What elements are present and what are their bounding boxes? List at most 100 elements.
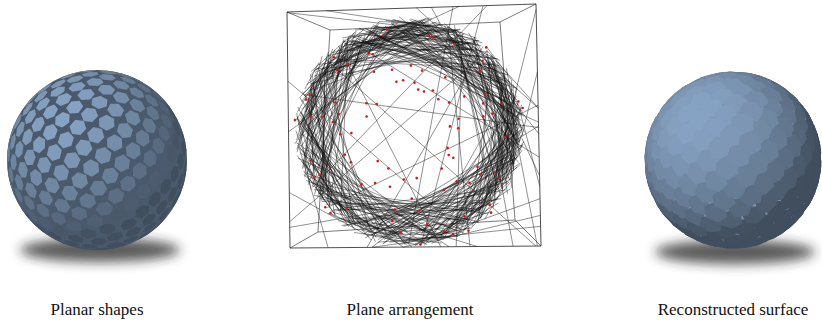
vertex-dot xyxy=(421,69,424,72)
vertex-dot xyxy=(521,107,524,110)
vertex-dot xyxy=(294,119,297,122)
facet xyxy=(87,127,104,143)
plane-line xyxy=(431,96,516,231)
facet xyxy=(38,217,52,229)
vertex-dot xyxy=(488,204,491,207)
vertex-dot xyxy=(338,113,341,116)
facet xyxy=(183,161,186,178)
facet xyxy=(83,159,99,177)
plane-line xyxy=(366,234,418,245)
vertex-dot xyxy=(491,112,494,115)
facet xyxy=(81,244,99,249)
vertex-dot xyxy=(313,176,316,179)
plane-line xyxy=(399,17,522,116)
plane-line xyxy=(300,97,387,232)
vertex-dot xyxy=(481,60,484,63)
vertex-dot xyxy=(452,156,455,159)
facet xyxy=(129,98,145,112)
vertex-dot xyxy=(413,81,416,84)
plane-line xyxy=(522,138,540,175)
vertex-dot xyxy=(360,183,363,186)
facet xyxy=(148,191,161,207)
facet xyxy=(79,193,96,208)
vertex-dot xyxy=(432,36,435,39)
vertex-dot xyxy=(427,34,430,37)
vertex-dot xyxy=(308,93,311,96)
facet xyxy=(39,190,53,205)
facet xyxy=(71,206,87,220)
plane-line xyxy=(287,12,330,30)
plane-line xyxy=(312,26,373,157)
vertex-dot xyxy=(415,177,418,180)
vertex-dot xyxy=(440,167,443,170)
facet xyxy=(86,78,103,86)
plane-line xyxy=(330,56,353,223)
plane-line xyxy=(302,134,438,239)
vertex-dot xyxy=(476,166,479,169)
facet xyxy=(145,95,159,107)
facet xyxy=(75,140,92,156)
plane-line xyxy=(311,32,424,117)
vertex-dot xyxy=(479,173,482,176)
vertex-dot xyxy=(321,116,324,119)
plane-line xyxy=(336,33,428,61)
facet xyxy=(47,144,62,161)
vertex-dot xyxy=(443,189,446,192)
facet xyxy=(133,162,147,180)
vertex-dot xyxy=(448,101,451,104)
plane-line xyxy=(301,55,344,130)
plane-line xyxy=(328,195,371,233)
plane-line xyxy=(390,30,478,44)
vertex-dot xyxy=(453,43,456,46)
vertex-dot xyxy=(457,127,460,130)
vertex-dot xyxy=(410,64,413,67)
plane-line xyxy=(505,80,518,136)
plane-line xyxy=(392,236,442,244)
plane-line xyxy=(325,34,442,73)
plane-line xyxy=(392,180,502,234)
plane-line xyxy=(318,42,476,64)
plane-line xyxy=(296,131,312,174)
vertex-dot xyxy=(456,180,459,183)
vertex-dot xyxy=(393,208,396,211)
vertex-dot xyxy=(387,167,390,170)
plane-line xyxy=(472,132,521,226)
vertex-dot xyxy=(426,222,429,225)
plane-line xyxy=(453,41,503,71)
vertex-dot xyxy=(346,63,349,66)
vertex-dot xyxy=(446,147,449,150)
vertex-dot xyxy=(479,70,482,73)
facet xyxy=(146,106,159,120)
facet xyxy=(92,96,108,109)
facet xyxy=(66,75,83,83)
vertex-dot xyxy=(463,215,466,218)
vertex-dot xyxy=(402,79,405,82)
plane-line xyxy=(310,52,328,116)
vertex-dot xyxy=(332,121,335,124)
vertex-dot xyxy=(399,231,402,234)
facet xyxy=(110,211,127,223)
vertex-dot xyxy=(382,34,385,37)
plane-line xyxy=(310,23,394,167)
caption-label: Reconstructed surface xyxy=(658,300,809,320)
plane-line xyxy=(302,92,392,236)
facet xyxy=(98,85,115,95)
vertex-dot xyxy=(410,197,413,200)
facet xyxy=(10,154,16,171)
vertex-dot xyxy=(498,178,501,181)
vertex-dot xyxy=(336,69,339,72)
vertex-dot xyxy=(501,102,504,105)
facet xyxy=(153,138,165,155)
facet xyxy=(129,87,144,98)
vertex-dot xyxy=(339,133,342,136)
facet xyxy=(120,175,136,191)
vertex-dot xyxy=(444,76,447,79)
facet xyxy=(77,89,95,100)
sphere-base xyxy=(645,72,821,248)
facet xyxy=(90,181,108,196)
plane-line xyxy=(339,204,463,220)
plane-line xyxy=(297,118,383,237)
vertex-dot xyxy=(423,90,426,93)
plane-line xyxy=(374,232,403,234)
facet xyxy=(87,215,103,228)
